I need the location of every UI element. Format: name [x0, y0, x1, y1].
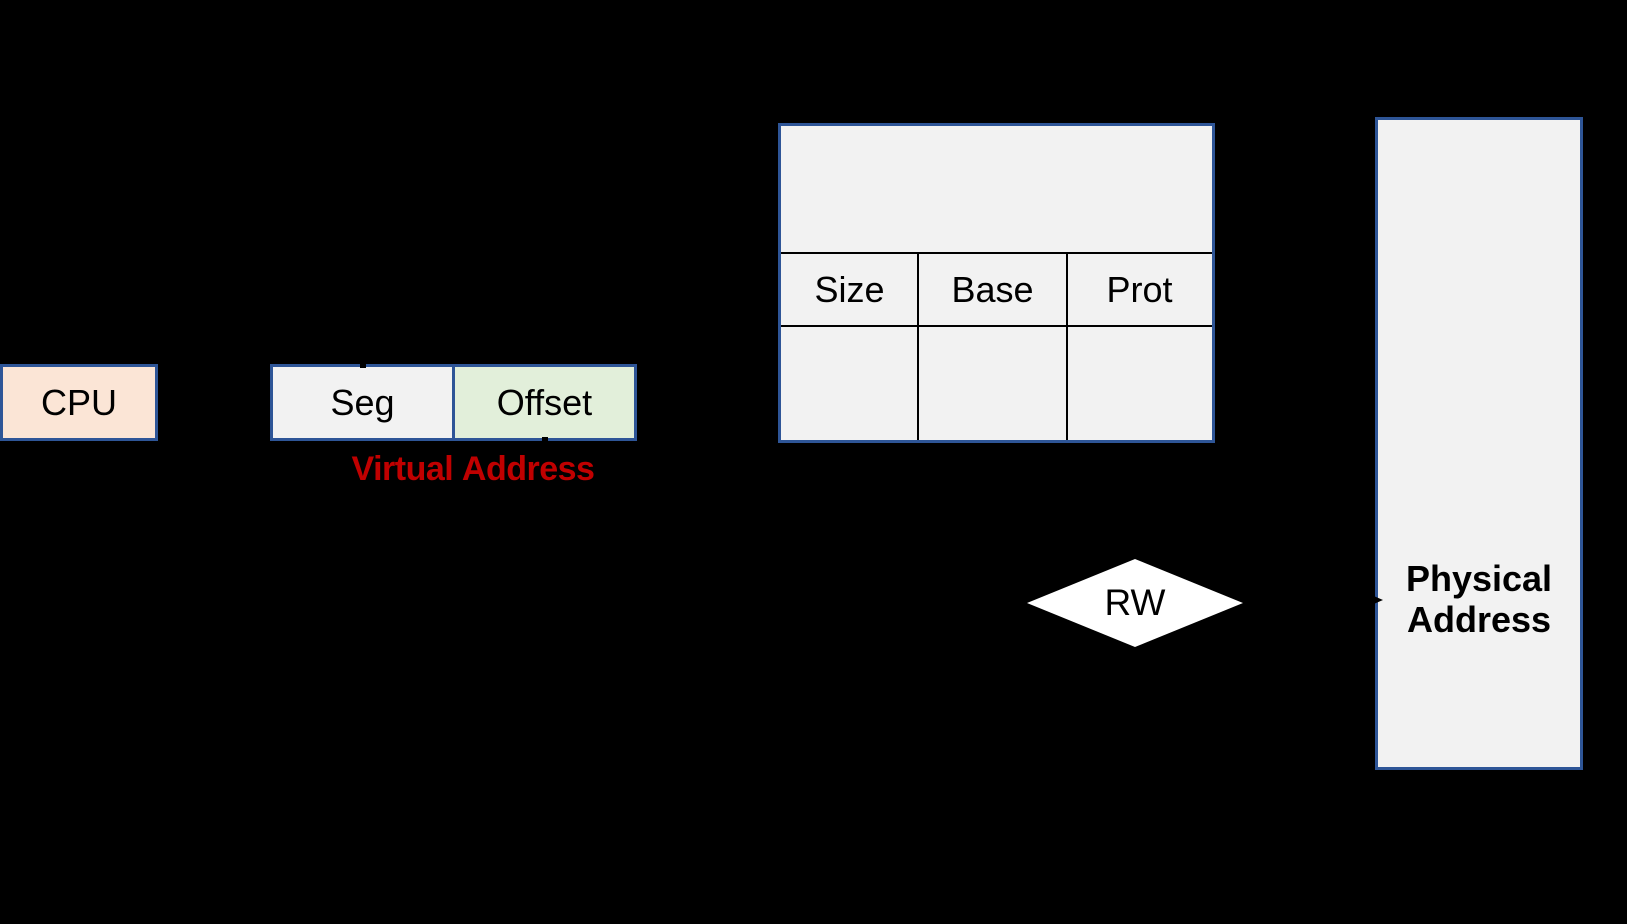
virtual-address-box: Seg Offset [270, 364, 637, 441]
offset-label: Offset [496, 381, 593, 423]
table-divider-horizontal [781, 325, 1212, 327]
cpu-box: CPU [0, 364, 158, 441]
virtual-address-caption: Virtual Address [351, 450, 595, 488]
rw-label: RW [1104, 582, 1166, 623]
seg-connector-notch [360, 360, 366, 368]
rw-check-diamond: RW [1027, 559, 1243, 647]
arrowhead-icon [1362, 591, 1383, 609]
physical-address-box: Physical Address [1375, 117, 1583, 770]
table-divider-vertical [1066, 252, 1068, 440]
seg-field: Seg [273, 367, 455, 438]
table-header-size: Size [814, 268, 885, 310]
table-row [781, 327, 1212, 440]
offset-field: Offset [455, 367, 634, 438]
table-header-base: Base [951, 268, 1034, 310]
cpu-label: CPU [40, 381, 117, 423]
table-header-row: Size Base Prot [781, 254, 1212, 325]
offset-connector-notch [542, 437, 548, 445]
segment-table: Size Base Prot [778, 123, 1215, 443]
table-cell-prot [1067, 327, 1212, 440]
table-cell-base [918, 327, 1067, 440]
table-header-prot: Prot [1106, 268, 1173, 310]
seg-label: Seg [330, 381, 395, 423]
table-divider-horizontal [781, 252, 1212, 254]
physical-address-label: Physical Address [1405, 558, 1553, 641]
table-cell-size [781, 327, 918, 440]
cpu-connector-notch [158, 398, 170, 403]
table-divider-vertical [917, 252, 919, 440]
